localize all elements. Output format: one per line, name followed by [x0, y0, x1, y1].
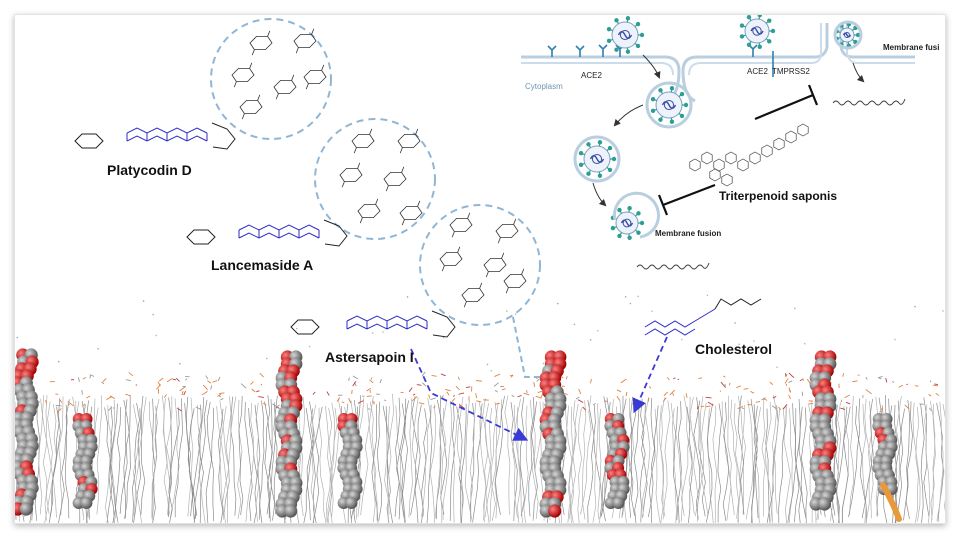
label-tmprss2: TMPRSS2	[772, 67, 810, 76]
rna-strand-bottom	[636, 262, 710, 270]
figure-canvas	[15, 15, 945, 523]
label-ace2-right: ACE2	[747, 67, 768, 76]
sugar-circle-astersapoin	[419, 204, 541, 326]
label-cytoplasm: Cytoplasm	[525, 82, 563, 91]
label-platycodin-d: Platycodin D	[107, 162, 192, 178]
aglycone-skeletons	[74, 122, 762, 338]
sugar-chain-circles	[210, 18, 541, 326]
label-cholesterol: Cholesterol	[695, 341, 773, 357]
pathway-arrows	[592, 54, 865, 207]
sugar-structures	[231, 28, 527, 308]
cell-membrane-inner	[521, 23, 915, 76]
rna-strand-top	[832, 98, 906, 106]
endosome-4	[833, 20, 863, 50]
endosome-3	[613, 191, 660, 239]
virus-particles	[578, 15, 861, 240]
label-astersapoin-i: Astersapoin I	[325, 349, 414, 365]
lipid-bilayer	[15, 294, 945, 523]
figure-frame: Platycodin D Lancemaside A Astersapoin I…	[14, 14, 946, 524]
inhibition-lines	[657, 84, 819, 216]
triterpenoid-structure	[689, 123, 809, 187]
label-lancemaside-a: Lancemaside A	[211, 257, 314, 273]
label-membrane-fusion-top: Membrane fusi	[883, 43, 940, 52]
sugar-circle-lancemaside	[314, 118, 436, 240]
sugar-circle-platycodin	[210, 18, 332, 140]
label-triterpenoid-saponis: Triterpenoid saponis	[719, 189, 838, 203]
endosome-1	[645, 81, 693, 129]
insertion-arrows	[410, 336, 668, 441]
ace2-receptor-icons	[547, 44, 774, 77]
label-ace2-left: ACE2	[581, 71, 602, 80]
label-membrane-fusion-bottom: Membrane fusion	[655, 229, 722, 238]
endosome-2	[573, 135, 621, 183]
astersapoin-connector	[512, 316, 543, 378]
infection-pathway	[521, 15, 915, 270]
